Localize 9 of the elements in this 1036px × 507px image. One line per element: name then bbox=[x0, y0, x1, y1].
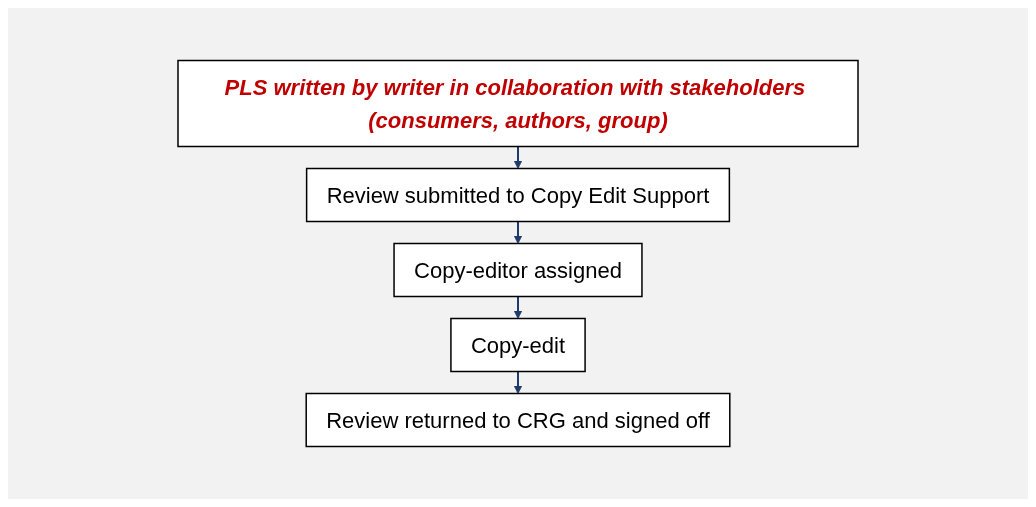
node-box: Copy-edit bbox=[450, 317, 586, 373]
node-box: Review submitted to Copy Edit Support bbox=[305, 167, 731, 223]
arrow bbox=[513, 220, 523, 244]
node-box: Review returned to CRG and signed off bbox=[305, 392, 731, 448]
node-box: PLS written by writer in collaboration with stakeholders (consumers, authors, group) bbox=[177, 59, 859, 148]
node-box: Copy-editor assigned bbox=[393, 242, 643, 298]
arrow bbox=[513, 295, 523, 319]
arrow bbox=[513, 145, 523, 169]
arrow bbox=[513, 370, 523, 394]
